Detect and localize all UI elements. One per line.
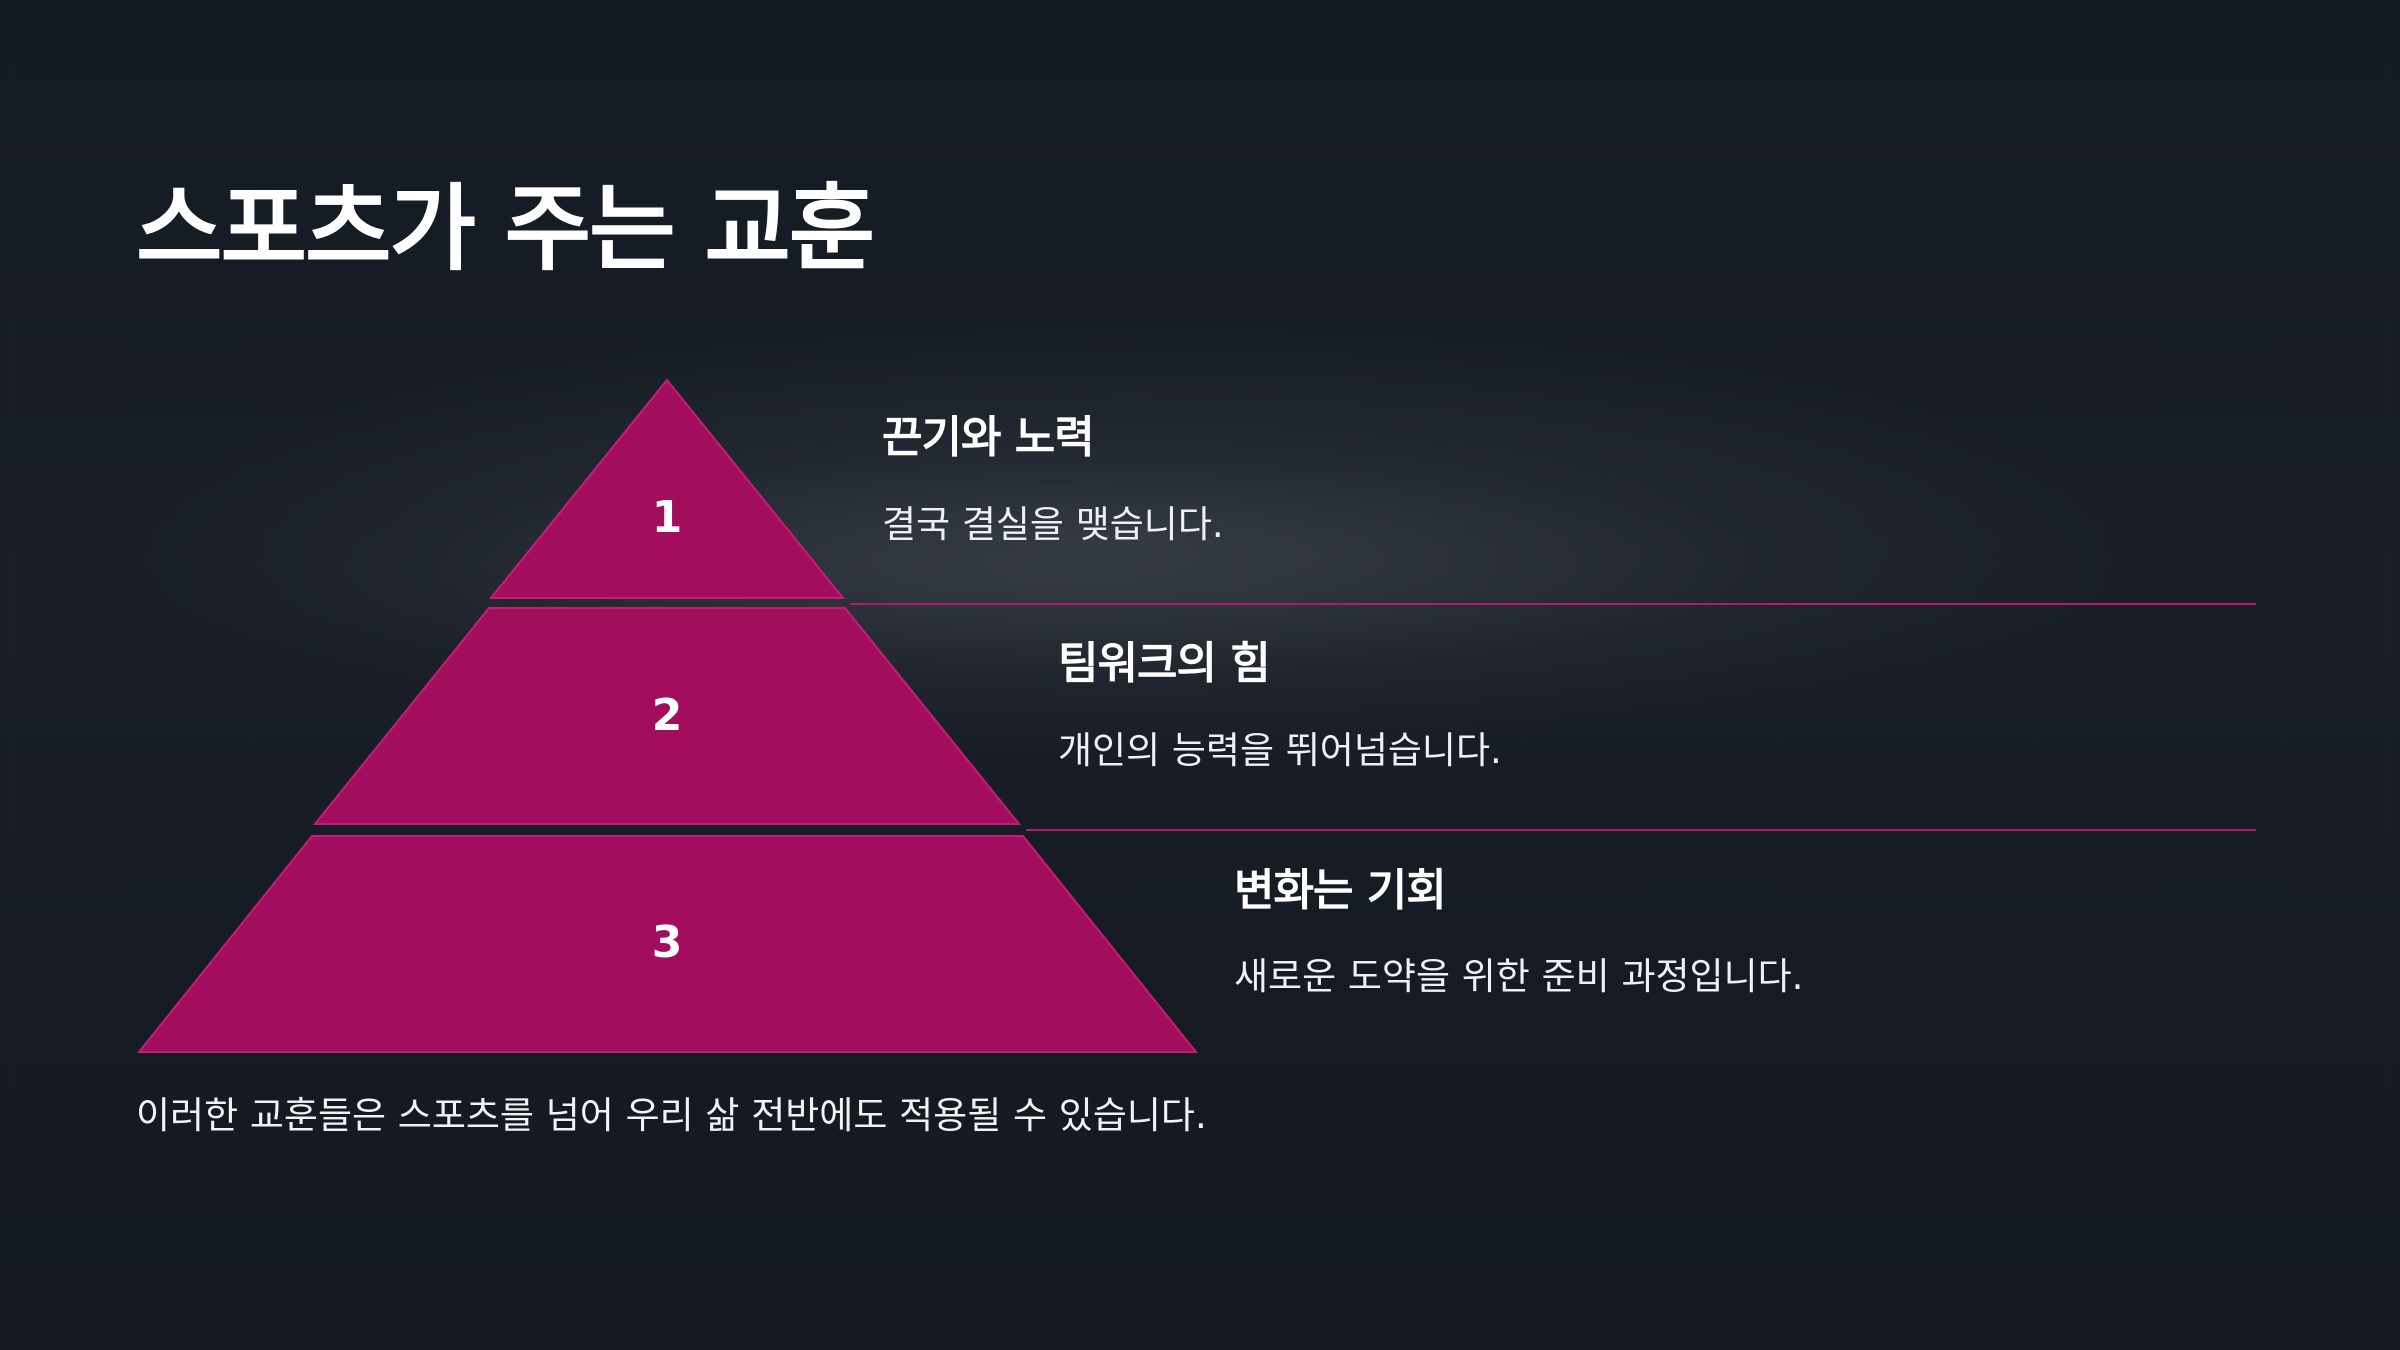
tier-1-description: 결국 결실을 맺습니다. (882, 503, 1224, 546)
tier-3-description: 새로운 도약을 위한 준비 과정입니다. (1234, 955, 1804, 998)
footer-note: 이러한 교훈들은 스포츠를 넘어 우리 삶 전반에도 적용될 수 있습니다. (136, 1094, 1207, 1137)
tier-number-3: 3 (652, 917, 683, 968)
tier-number-1: 1 (652, 492, 683, 543)
pyramid-tier-1 (488, 378, 846, 599)
pyramid-tier-3 (136, 835, 1199, 1053)
tier-3-title: 변화는 기회 (1234, 865, 1447, 916)
page-title: 스포츠가 주는 교훈 (136, 175, 875, 284)
tier-number-2: 2 (652, 690, 683, 741)
tier-2-description: 개인의 능력을 뛰어넘습니다. (1058, 729, 1502, 772)
pyramid-tier-2 (312, 607, 1022, 825)
tier-1-title: 끈기와 노력 (882, 412, 1095, 463)
tier-2-title: 팀워크의 힘 (1058, 638, 1271, 689)
